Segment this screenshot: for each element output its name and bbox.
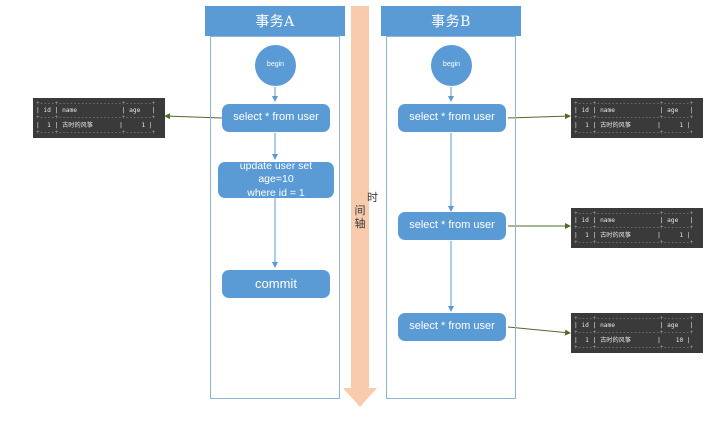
result-table-b-2: +----+-----------------+-------+ | id | … <box>571 208 703 248</box>
result-b-1-rule-bottom: +----+-----------------+-------+ <box>574 128 694 136</box>
lane-transaction-a <box>210 36 340 399</box>
node-a-update[interactable]: update user set age=10 where id = 1 <box>218 160 334 199</box>
timeline-label-text: 时 间 轴 <box>354 191 379 230</box>
node-a-update-label: update user set age=10 where id = 1 <box>239 160 313 199</box>
lane-transaction-b <box>386 36 516 399</box>
result-b-3-rule-mid: +----+-----------------+-------+ <box>574 329 694 337</box>
result-a-1-row: | 1 | 古时的风筝 | 1 | <box>36 121 153 129</box>
lane-header-transaction-b: 事务B <box>381 6 521 36</box>
lane-header-transaction-a: 事务A <box>205 6 345 36</box>
node-a-begin[interactable]: begin <box>255 45 296 86</box>
node-a-select-label: select * from user <box>233 111 319 124</box>
result-table-a-1: +----+-----------------+-------+ | id | … <box>33 98 165 138</box>
result-a-1-rule-bottom: +----+-----------------+-------+ <box>36 128 156 136</box>
result-b-1-rule-mid: +----+-----------------+-------+ <box>574 114 694 122</box>
connector-b-select1-to-result <box>507 113 571 120</box>
node-b-select-3[interactable]: select * from user <box>398 313 506 341</box>
result-a-1-rule-top: +----+-----------------+-------+ <box>36 100 156 107</box>
result-b-2-rule-mid: +----+-----------------+-------+ <box>574 224 694 232</box>
result-b-1-header: | id | name | age | <box>574 107 694 115</box>
node-b-select-1[interactable]: select * from user <box>398 104 506 132</box>
result-b-2-rule-bottom: +----+-----------------+-------+ <box>574 238 694 246</box>
node-b-select-1-label: select * from user <box>409 111 495 124</box>
result-b-3-header: | id | name | age | <box>574 322 694 330</box>
result-a-1-rule-mid: +----+-----------------+-------+ <box>36 114 156 122</box>
result-a-1-header: | id | name | age | <box>36 107 156 115</box>
result-b-3-row: | 1 | 古时的风筝 | 10 | <box>574 336 691 344</box>
result-b-1-row: | 1 | 古时的风筝 | 1 | <box>574 121 691 129</box>
node-b-begin[interactable]: begin <box>431 45 472 86</box>
lane-title-a: 事务A <box>255 14 295 30</box>
timeline-label: 时 间 轴 <box>353 178 379 243</box>
node-b-begin-label: begin <box>442 61 461 69</box>
node-a-select[interactable]: select * from user <box>222 104 330 132</box>
timeline-arrow-head <box>343 388 377 407</box>
node-a-commit[interactable]: commit <box>222 270 330 298</box>
result-b-3-rule-top: +----+-----------------+-------+ <box>574 315 694 322</box>
result-b-2-header: | id | name | age | <box>574 217 694 225</box>
node-b-select-3-label: select * from user <box>409 320 495 333</box>
result-table-b-1: +----+-----------------+-------+ | id | … <box>571 98 703 138</box>
result-b-2-row: | 1 | 古时的风筝 | 1 | <box>574 231 691 239</box>
node-a-begin-label: begin <box>266 61 285 69</box>
result-b-3-rule-bottom: +----+-----------------+-------+ <box>574 343 694 351</box>
node-b-select-2-label: select * from user <box>409 219 495 232</box>
node-a-commit-label: commit <box>255 275 297 291</box>
lane-title-b: 事务B <box>431 14 471 30</box>
connector-b-select3-to-result <box>507 326 571 336</box>
node-b-select-2[interactable]: select * from user <box>398 212 506 240</box>
result-b-1-rule-top: +----+-----------------+-------+ <box>574 100 694 107</box>
result-b-2-rule-top: +----+-----------------+-------+ <box>574 210 694 217</box>
result-table-b-3: +----+-----------------+-------+ | id | … <box>571 313 703 353</box>
timeline-bar <box>351 6 369 388</box>
